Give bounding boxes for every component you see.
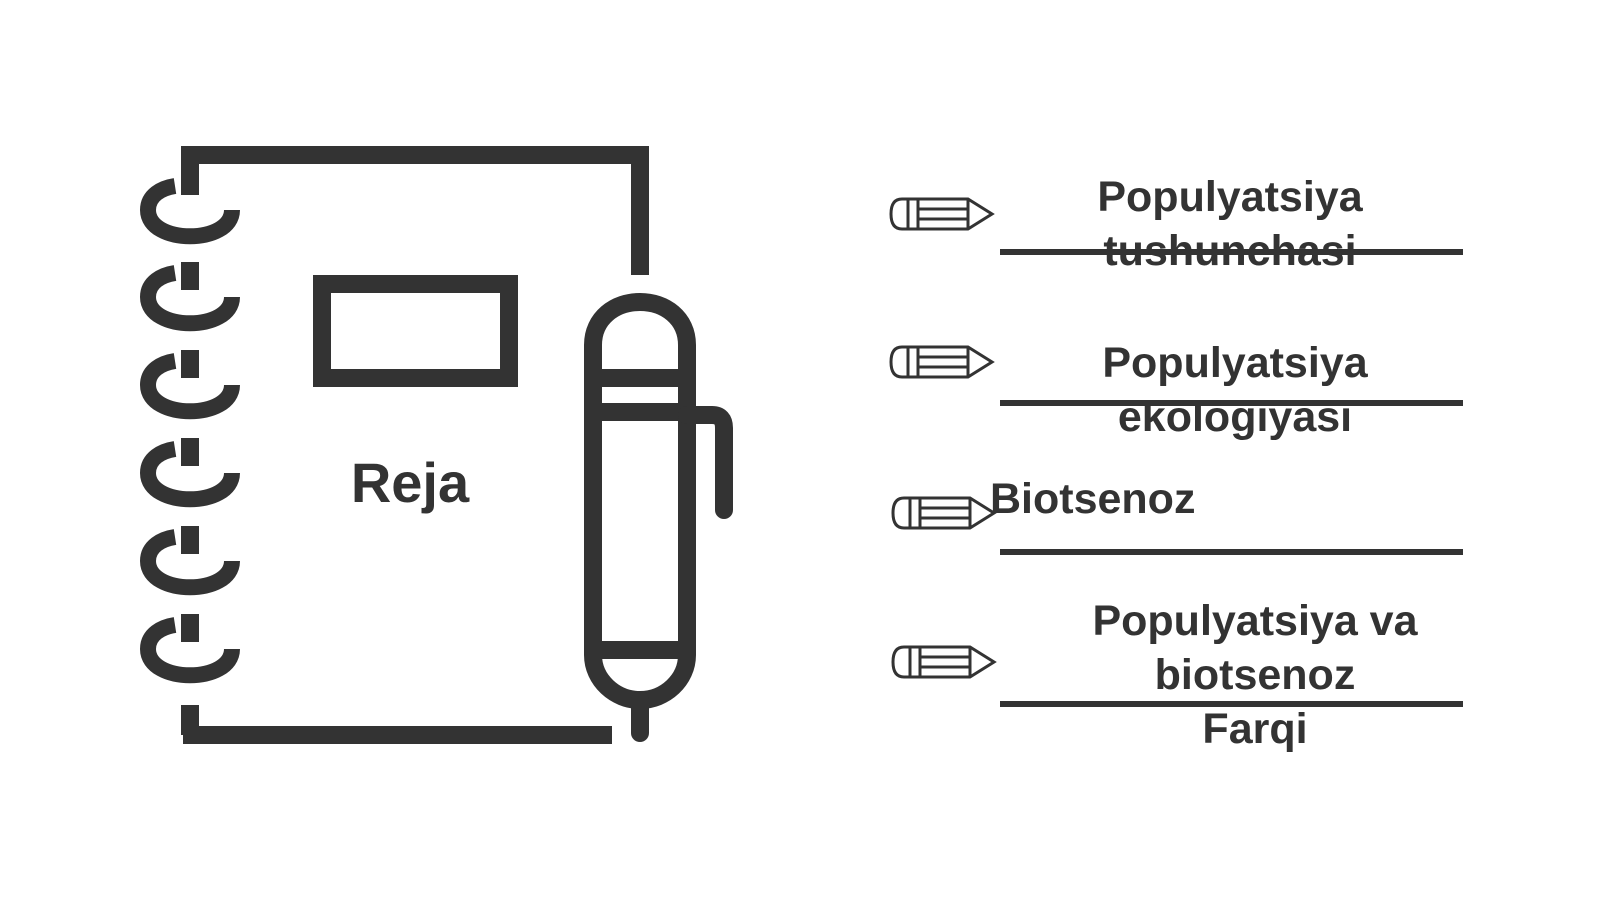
pen-icon bbox=[584, 292, 733, 742]
pencil-icon bbox=[891, 496, 997, 530]
pencil-icon bbox=[889, 197, 995, 231]
notebook-label-box bbox=[313, 275, 518, 387]
spiral-rings bbox=[139, 178, 240, 684]
pencil-icon bbox=[889, 345, 995, 379]
plan-item-3-line bbox=[1000, 549, 1463, 555]
plan-item-2-text: Populyatsiya ekologiyasi bbox=[1102, 339, 1368, 441]
pencil-icon bbox=[891, 645, 997, 679]
plan-item-1-text: Populyatsiya tushunchasi bbox=[1097, 173, 1363, 275]
notebook-illustration: Reja bbox=[139, 146, 733, 744]
plan-item-1-line bbox=[1000, 249, 1463, 255]
plan-item-4-text: Populyatsiya va biotsenoz Farqi bbox=[1092, 597, 1418, 753]
notebook-title: Reja bbox=[350, 451, 470, 514]
plan-item-2-line bbox=[1000, 400, 1463, 406]
plan-item-4-line bbox=[1000, 701, 1463, 707]
notebook-top-edge bbox=[181, 146, 649, 275]
notebook-icon bbox=[139, 146, 733, 744]
plan-item-3-text: Biotsenoz bbox=[990, 475, 1196, 523]
